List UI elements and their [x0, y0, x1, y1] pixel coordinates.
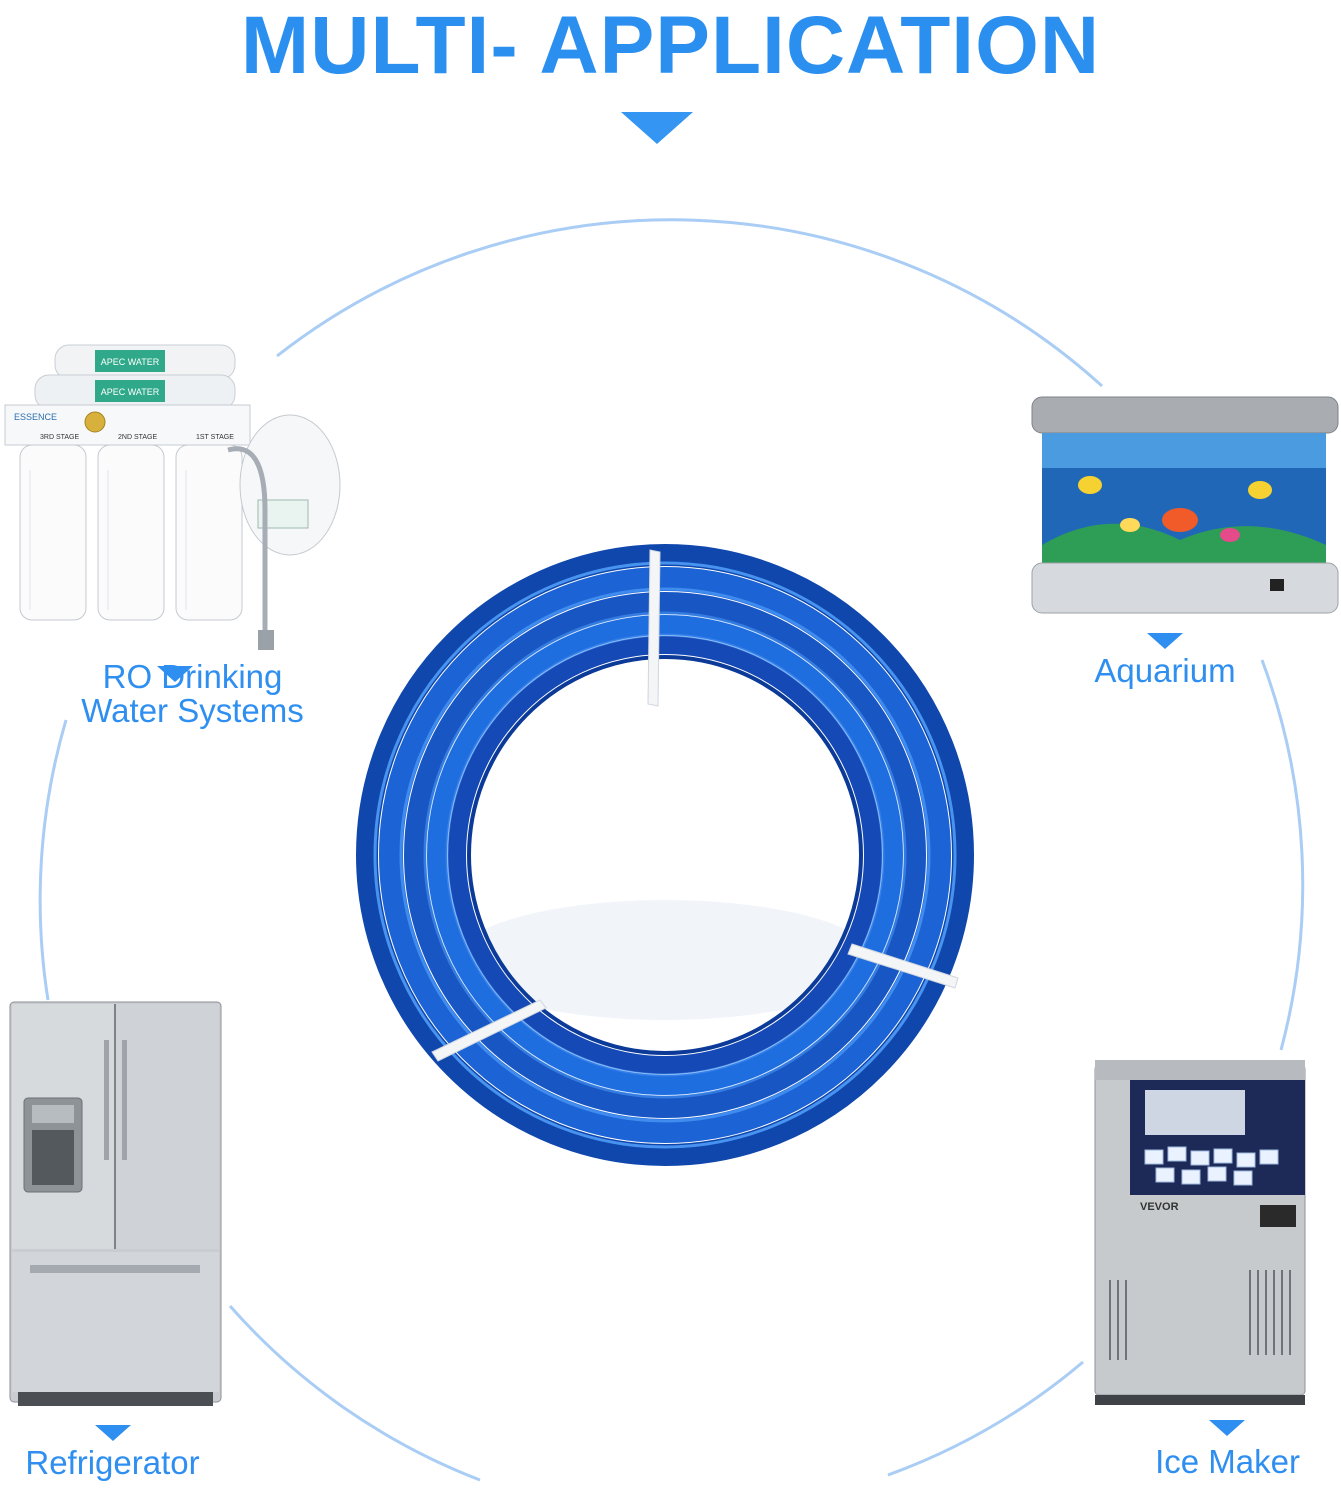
svg-text:1ST STAGE: 1ST STAGE	[196, 434, 234, 441]
svg-text:APEC WATER: APEC WATER	[101, 357, 160, 367]
ring-arc-left	[38, 719, 68, 1001]
application-label-ro: RO Drinking Water Systems	[40, 660, 345, 728]
application-label-ice-maker: Ice Maker	[1130, 1445, 1325, 1479]
svg-text:3RD STAGE: 3RD STAGE	[40, 434, 79, 441]
down-arrow-icon	[621, 112, 693, 144]
svg-text:APEC WATER: APEC WATER	[101, 387, 160, 397]
label-line: Ice Maker	[1155, 1443, 1300, 1480]
ring-arc-bottom-right	[887, 1360, 1084, 1477]
down-arrow-icon	[1147, 633, 1183, 649]
label-line: RO Drinking	[102, 658, 283, 695]
ring-arc-top	[276, 218, 1104, 388]
aquarium-icon	[1031, 396, 1339, 614]
label-line: Refrigerator	[25, 1444, 200, 1481]
svg-text:ESSENCE: ESSENCE	[14, 412, 57, 422]
blue-tubing-coil-icon	[356, 544, 974, 1166]
down-arrow-icon	[95, 1425, 131, 1441]
ro-filter-system-icon: APEC WATER APEC WATER ESSENCE 3RD STAGE …	[4, 344, 341, 650]
ring-arc-right	[1260, 659, 1305, 1051]
ice-maker-icon: VEVOR	[1094, 1060, 1306, 1405]
application-label-aquarium: Aquarium	[1060, 654, 1270, 688]
application-label-refrigerator: Refrigerator	[0, 1446, 225, 1480]
svg-text:2ND STAGE: 2ND STAGE	[118, 434, 157, 441]
svg-text:VEVOR: VEVOR	[1140, 1201, 1179, 1213]
refrigerator-icon	[9, 1001, 222, 1406]
page-title: MULTI- APPLICATION	[240, 0, 1101, 91]
down-arrow-icon	[157, 666, 193, 682]
down-arrow-icon	[1209, 1420, 1245, 1436]
label-line: Aquarium	[1094, 652, 1236, 689]
ring-arc-bottom-left	[228, 1305, 481, 1482]
label-line: Water Systems	[81, 692, 304, 729]
